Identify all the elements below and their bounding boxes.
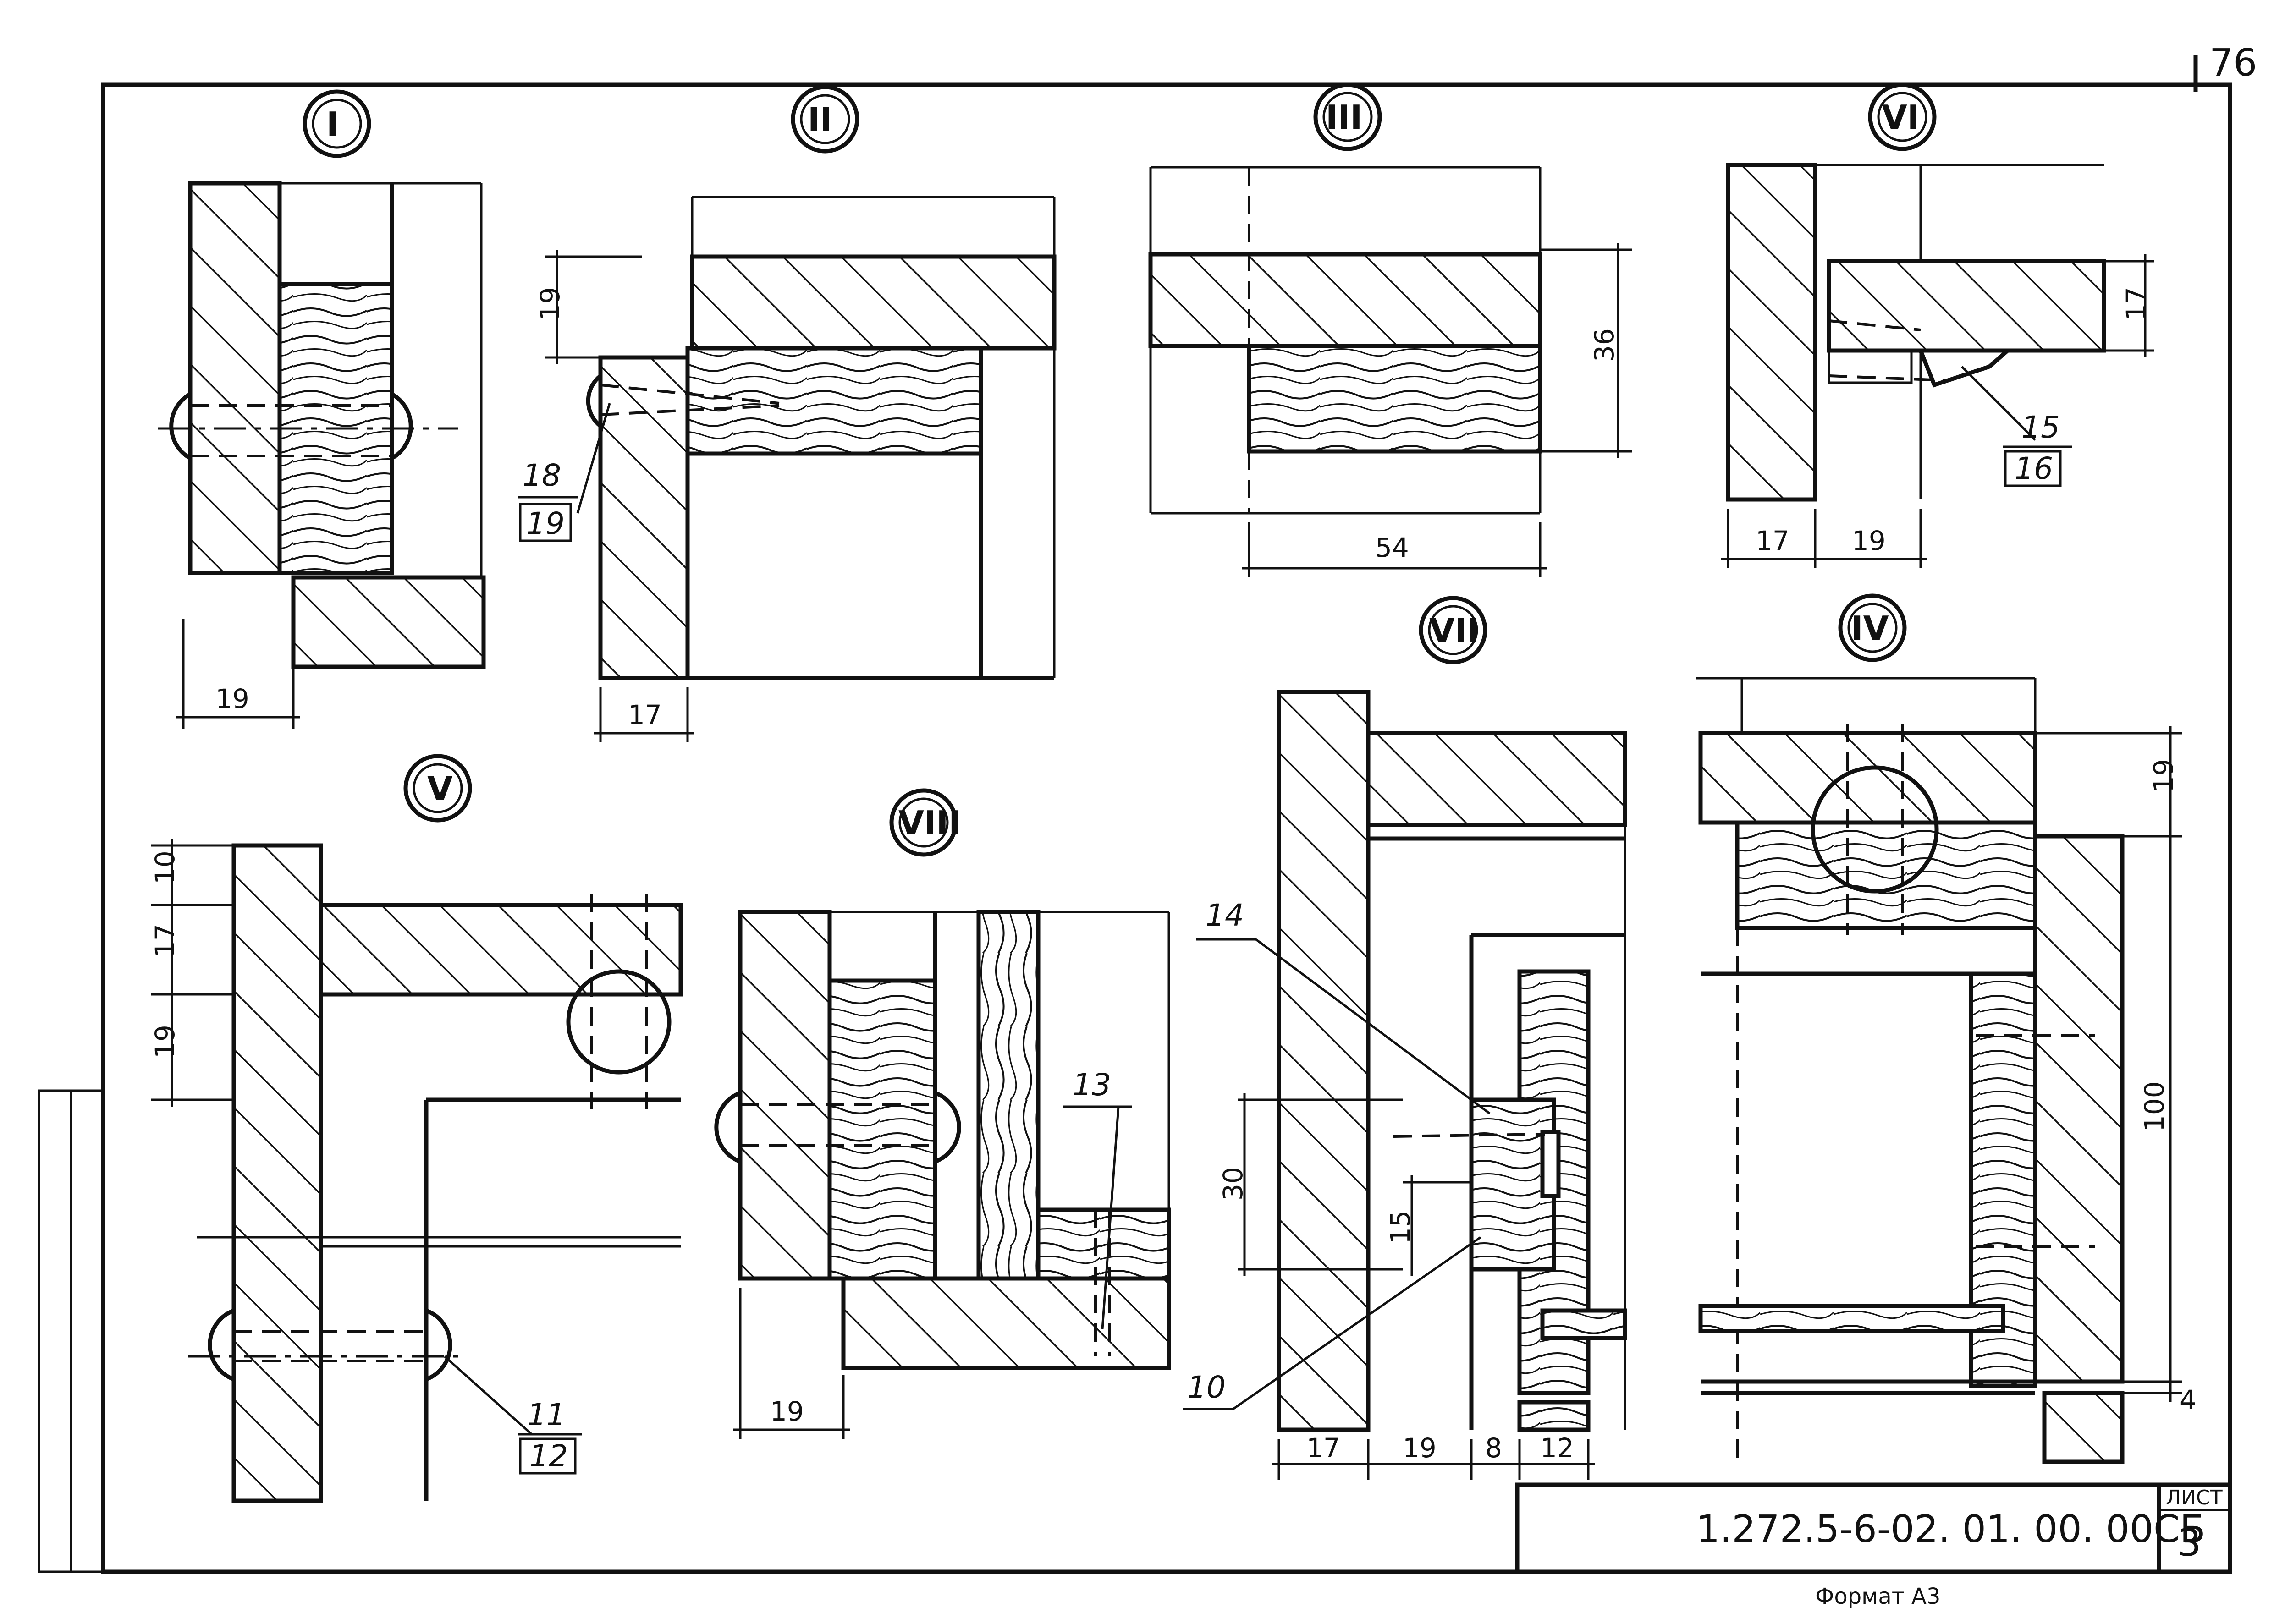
view-V-dim-2: 17 — [149, 924, 181, 958]
view-II-top-board — [690, 254, 1057, 351]
view-VIII-dim-1: 19 — [770, 1396, 804, 1427]
view-V-badge — [403, 754, 472, 823]
view-III-badge — [1313, 82, 1382, 151]
view-III-top-board — [1148, 252, 1542, 348]
view-IV-title: IV — [1851, 609, 1889, 647]
drawing-designation: 1.272.5-6-02. 01. 00. 00СБ — [1696, 1508, 2206, 1551]
view-II: II 19 17 18 19 — [518, 85, 1057, 742]
view-I-bottom-board — [291, 575, 486, 669]
view-I-dim-1: 19 — [215, 683, 249, 714]
view-IV-top-board — [1698, 731, 2037, 825]
view-VIII-bottom-board — [841, 1276, 1171, 1370]
view-VII-dim-2: 15 — [1385, 1210, 1416, 1244]
view-VII-callout-10: 10 — [1187, 1370, 1226, 1405]
view-V: V 10 17 19 11 12 — [149, 754, 683, 1503]
view-II-callout-top: 18 — [523, 458, 561, 493]
view-VI-badge — [1868, 82, 1937, 151]
view-VII-dim-7: 8 — [1485, 1432, 1502, 1464]
view-VII-top-board — [1366, 731, 1627, 827]
view-I-badge — [303, 89, 371, 158]
view-VII: VII 17 19 8 12 30 15 14 10 — [1183, 596, 1627, 1480]
view-III-bar — [1247, 344, 1542, 454]
view-VII-dim-1: 30 — [1217, 1167, 1249, 1201]
view-VI-callout-bottom: 16 — [2015, 451, 2053, 486]
view-II-badge — [791, 85, 859, 154]
view-VI-top-board — [1827, 259, 2106, 353]
view-VI: VI 15 16 17 17 19 — [1721, 82, 2154, 568]
view-V-beam — [319, 903, 683, 997]
title-block[interactable]: 1.272.5-6-02. 01. 00. 00СБ ЛИСТ 3 Формат… — [1515, 1482, 2232, 1609]
format-label: Формат А3 — [1815, 1584, 1940, 1609]
side-stamp — [38, 1089, 105, 1573]
view-VIII-callout-top: 13 — [1073, 1067, 1111, 1103]
view-IV-side-board — [2033, 834, 2125, 1384]
view-I-title: I — [326, 105, 339, 143]
view-VII-dim-8: 12 — [1540, 1432, 1574, 1464]
view-IV-shelf — [1698, 1304, 2005, 1333]
view-V-callout-bottom: 12 — [529, 1438, 568, 1474]
view-VIII-shelf — [1036, 1207, 1171, 1281]
view-II-title: II — [808, 100, 832, 139]
view-VIII-title: VIII — [898, 804, 961, 842]
view-IV: IV 19 100 4 — [1696, 593, 2197, 1466]
drawing-frame — [101, 82, 2232, 1574]
view-V-dim-3: 19 — [149, 1025, 181, 1059]
view-III-dim-2: 54 — [1375, 532, 1409, 563]
view-II-dim-2: 17 — [628, 699, 662, 730]
view-VIII-side-board — [738, 910, 832, 1281]
sheet-label: ЛИСТ — [2166, 1486, 2223, 1509]
view-IV-bottom-rail — [2042, 1391, 2125, 1464]
view-IV-dim-1: 19 — [2148, 759, 2179, 793]
view-IV-bar — [1735, 820, 2037, 930]
view-I: I 19 — [158, 89, 486, 729]
view-VII-title: VII — [1429, 611, 1479, 650]
view-VI-callout-top: 15 — [2021, 410, 2060, 445]
view-VII-dim-6: 19 — [1403, 1432, 1437, 1464]
view-II-dim-1: 19 — [534, 287, 566, 321]
view-VIII-badge — [889, 788, 958, 857]
page-number: 76 — [2209, 41, 2257, 85]
view-III-title: III — [1326, 98, 1362, 137]
view-VII-side-board — [1277, 690, 1371, 1432]
view-VII-shelf — [1540, 1308, 1627, 1340]
view-VI-title: VI — [1882, 98, 1920, 137]
view-VI-side-board — [1726, 163, 1817, 502]
view-III-dim-1: 36 — [1589, 328, 1620, 362]
view-VIII: VIII 13 19 — [714, 788, 1171, 1439]
view-VII-badge — [1419, 596, 1487, 664]
view-IV-dim-2: 100 — [2139, 1081, 2170, 1132]
view-V-post — [231, 843, 323, 1503]
view-IV-badge — [1838, 593, 1907, 662]
view-II-callout-bottom: 19 — [526, 506, 565, 541]
view-VI-dim-3: 19 — [1852, 525, 1886, 556]
view-VIII-post — [976, 910, 1041, 1281]
view-II-bar — [685, 346, 983, 456]
view-III: III 36 54 — [1148, 82, 1632, 577]
view-VII-callout-14: 14 — [1206, 898, 1244, 933]
sheet-number: 3 — [2177, 1521, 2201, 1565]
view-V-title: V — [427, 769, 453, 808]
view-II-side-board — [598, 355, 690, 680]
view-I-board — [188, 181, 282, 575]
view-VII-dim-5: 17 — [1306, 1432, 1340, 1464]
view-VI-dim-1: 17 — [2120, 287, 2152, 321]
view-V-callout-top: 11 — [527, 1397, 566, 1432]
view-V-dim-1: 10 — [149, 850, 181, 884]
view-VIII-bar — [827, 978, 937, 1281]
view-VI-dim-2: 17 — [1756, 525, 1789, 556]
view-IV-dim-3: 4 — [2180, 1384, 2197, 1416]
